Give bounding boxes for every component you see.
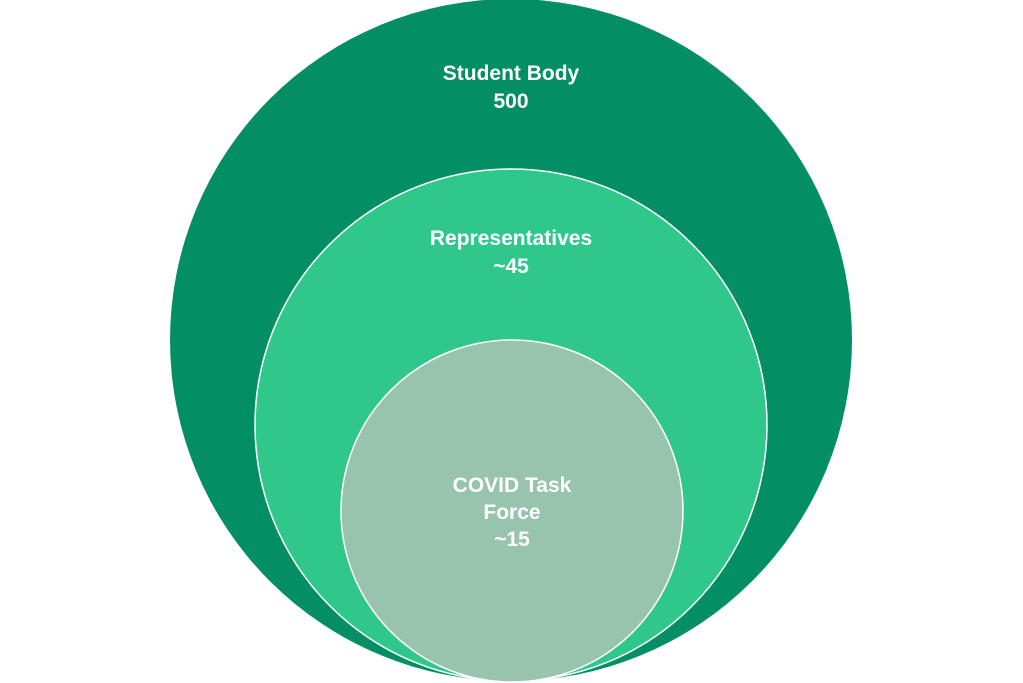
representatives-value: ~45 (493, 255, 529, 278)
covid-task-force-circle (340, 339, 684, 683)
covid-task-force-label-line2: Force (483, 501, 540, 524)
student-body-value: 500 (493, 90, 528, 113)
covid-task-force-value: ~15 (494, 528, 530, 551)
representatives-label: Representatives (430, 227, 592, 250)
student-body-label: Student Body (443, 62, 580, 85)
covid-task-force-label-line1: COVID Task (453, 474, 572, 497)
